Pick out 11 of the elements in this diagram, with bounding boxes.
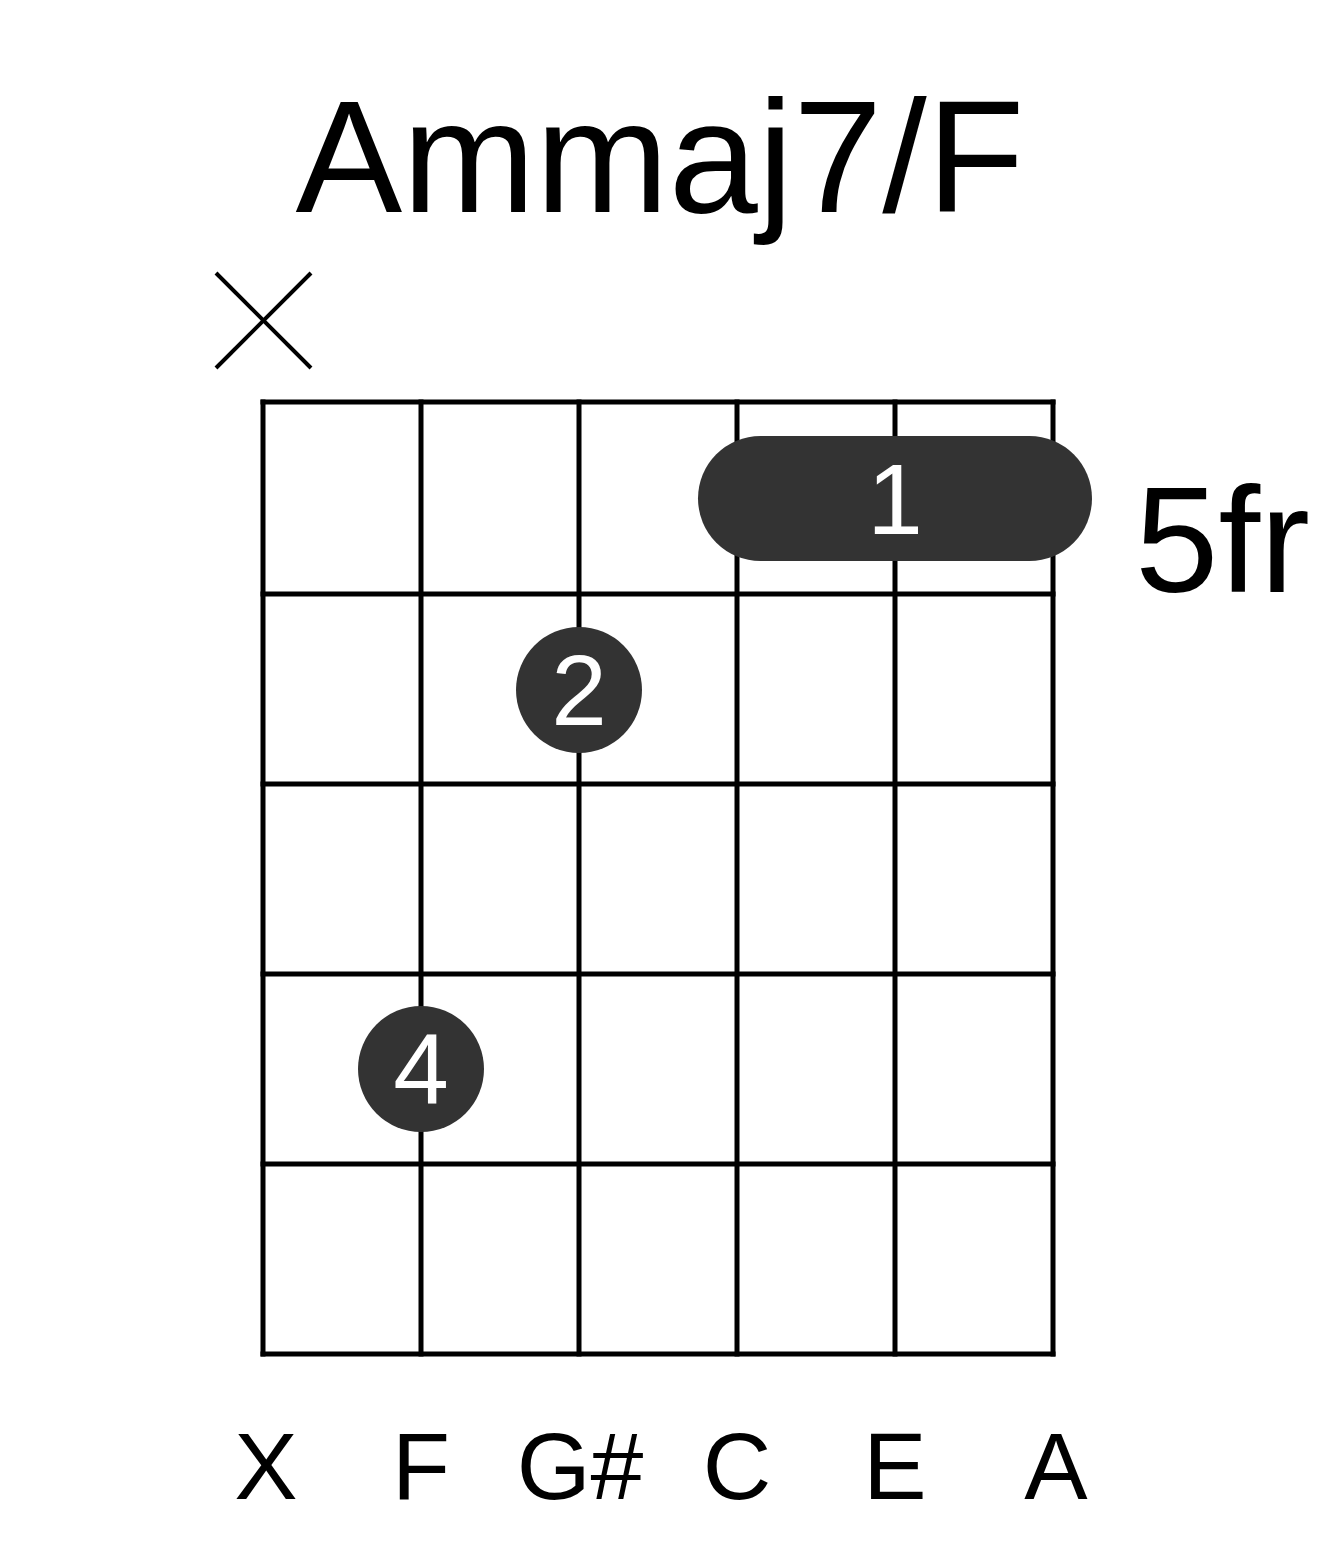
string-note-label: C bbox=[702, 1412, 772, 1522]
string-note-label: A bbox=[1024, 1412, 1088, 1522]
finger-number: 2 bbox=[551, 640, 607, 740]
chord-title: Ammaj7/F bbox=[295, 65, 1025, 248]
string-note-label: E bbox=[863, 1412, 927, 1522]
string-note-label: G# bbox=[516, 1412, 644, 1522]
string-note-label: F bbox=[392, 1412, 450, 1522]
string-note-label: X bbox=[234, 1412, 298, 1522]
fret-position-label: 5fr bbox=[1135, 454, 1311, 626]
finger-number: 4 bbox=[393, 1019, 449, 1119]
finger-number: 1 bbox=[867, 448, 923, 549]
